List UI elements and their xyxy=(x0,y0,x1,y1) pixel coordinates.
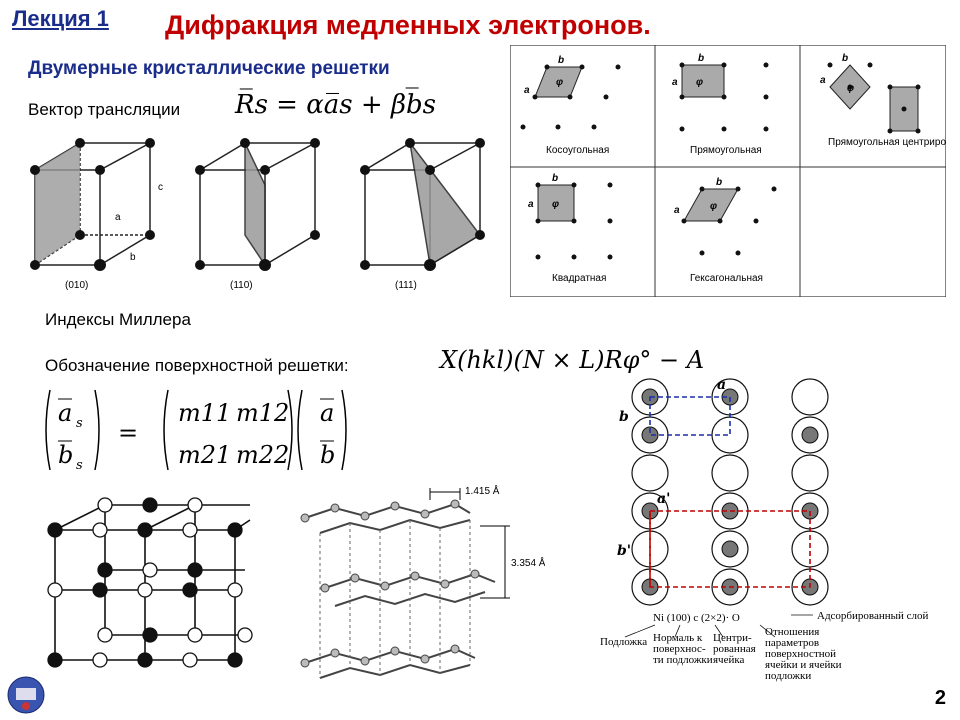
angle-2: φ xyxy=(696,77,703,88)
cube-110 xyxy=(199,142,316,268)
m11: m11 xyxy=(178,399,231,427)
surface-label: Обозначение поверхностной решетки: xyxy=(45,356,349,375)
lattice-types-panel: Косоугольная Прямоугольная Прямоугольная… xyxy=(510,45,946,297)
translation-label: Вектор трансляции xyxy=(28,100,181,119)
page-title: Дифракция медленных электронов. xyxy=(165,10,651,40)
graphite-figure: 1.415 Å 3.354 Å xyxy=(300,484,545,679)
svg-text:s: s xyxy=(76,416,83,431)
angle-1: φ xyxy=(556,77,563,88)
normal-label: Нормаль к поверхнос-ти подложки xyxy=(653,633,713,666)
svg-text:=: = xyxy=(118,419,138,447)
m12: m12 xyxy=(236,399,289,427)
axis-a: a xyxy=(115,212,121,223)
m21: m21 xyxy=(178,441,231,469)
vec-b-4: b xyxy=(552,173,558,184)
surface-formula: X(hkl)(N × L)Rφ° − A xyxy=(440,346,705,374)
vec-a-top: a xyxy=(717,377,726,393)
adsorbed-layer: Адсорбированный слой xyxy=(817,610,929,622)
svg-text:b: b xyxy=(320,441,335,469)
adsorbate-figure: a b a' b' Ni (100) c (2×2)· O Адсорбиров… xyxy=(600,377,929,682)
graphite-bond: 1.415 Å xyxy=(465,484,500,497)
angle-3: φ xyxy=(847,83,854,94)
substrate-label: Подложка xyxy=(600,636,647,648)
vec-a-2: a xyxy=(672,77,678,88)
nacl-lattice-figure xyxy=(47,497,253,668)
lattice-square: Квадратная xyxy=(552,273,606,284)
svg-text:a: a xyxy=(58,399,72,427)
m22: m22 xyxy=(236,441,289,469)
miller-label: Индексы Миллера xyxy=(45,310,191,329)
lattice-oblique: Косоугольная xyxy=(546,145,609,156)
cube-label-111: (111) xyxy=(395,280,417,291)
lattice-centered-1: Прямоугольная центрированная xyxy=(828,137,946,148)
lattice-rectangular: Прямоугольная xyxy=(690,145,762,156)
lattice-hexagonal: Гексагональная xyxy=(690,273,763,284)
angle-4: φ xyxy=(552,199,559,210)
svg-text:s: s xyxy=(76,458,83,473)
axis-c: c xyxy=(158,182,163,193)
vec-b-2: b xyxy=(698,53,704,64)
vec-b-prime: b' xyxy=(617,543,631,559)
vec-a-4: a xyxy=(528,199,534,210)
vec-b-3: b xyxy=(842,53,848,64)
vec-a-3: a xyxy=(820,75,826,86)
translation-formula: R̅s = αa̅s + βb̅s xyxy=(235,90,436,120)
cube-111 xyxy=(364,142,482,267)
svg-text:b: b xyxy=(58,441,73,469)
university-logo xyxy=(7,676,45,714)
svg-text:a: a xyxy=(320,399,334,427)
vec-a-5: a xyxy=(674,205,680,216)
vec-a-prime: a' xyxy=(657,491,670,507)
ni-notation: Ni (100) c (2×2)· O xyxy=(653,612,740,624)
centered-label: Центри-рованная ячейка xyxy=(713,633,756,666)
cube-010 xyxy=(34,142,151,266)
graphite-layer: 3.354 Å xyxy=(511,556,545,569)
axis-b: b xyxy=(130,252,136,263)
vec-a-1: a xyxy=(524,85,530,96)
vec-b-top: b xyxy=(619,409,629,425)
lecture-label: Лекция 1 xyxy=(12,6,109,31)
cube-label-010: (010) xyxy=(65,280,88,291)
section-subtitle: Двумерные кристаллические решетки xyxy=(28,58,390,79)
vec-b-5: b xyxy=(716,177,722,188)
cube-label-110: (110) xyxy=(230,280,253,291)
angle-5: φ xyxy=(710,201,717,212)
vec-b-1: b xyxy=(558,55,564,66)
page-number: 2 xyxy=(934,687,946,709)
cubes-figure: (010) (110) (111) a b c xyxy=(30,138,485,291)
ratio-label: Отношения параметров поверхностной ячейк… xyxy=(765,627,842,682)
